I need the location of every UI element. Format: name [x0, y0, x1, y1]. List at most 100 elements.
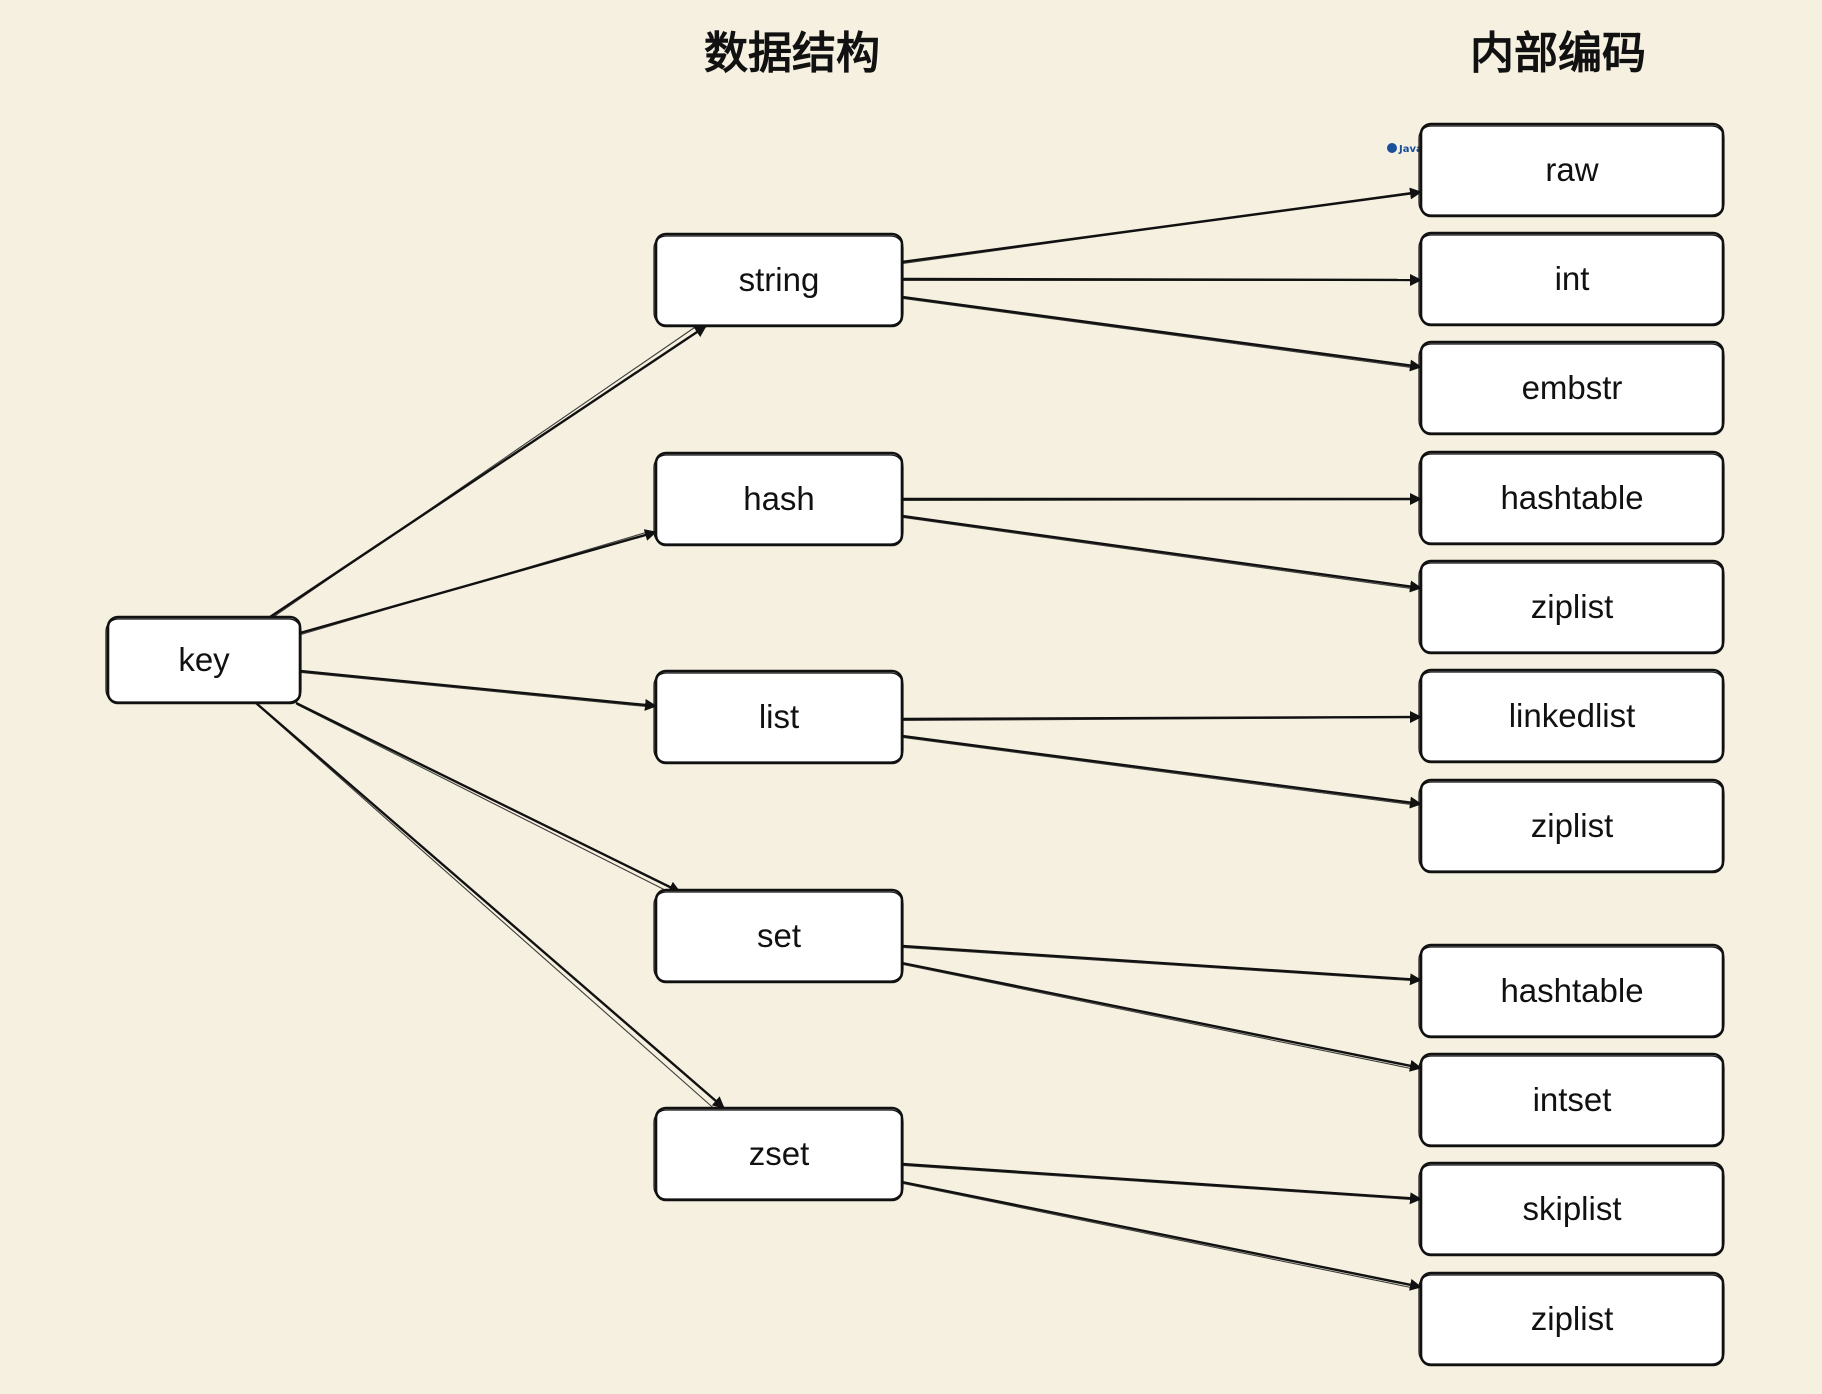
arrow-list-to-linkedlist — [901, 711, 1422, 724]
node-box-linkedlist — [1419, 668, 1725, 764]
node-sketch-key — [105, 618, 302, 703]
node-ziplist_list: ziplist — [1418, 778, 1725, 874]
arrow-key-to-list — [299, 669, 657, 711]
node-ziplist_hash: ziplist — [1418, 559, 1725, 655]
node-sketch-ziplist_zset — [1418, 1274, 1725, 1365]
arrow-sketch-key-to-hash — [300, 531, 647, 636]
node-box-int — [1419, 231, 1725, 327]
node-skiplist: skiplist — [1418, 1161, 1725, 1257]
arrow-list-to-ziplist_list — [901, 734, 1422, 809]
node-embstr: embstr — [1418, 340, 1725, 436]
node-label-list: list — [759, 698, 799, 735]
node-sketch-ziplist_hash — [1418, 562, 1725, 653]
node-box-key — [106, 615, 302, 705]
node-label-embstr: embstr — [1522, 369, 1623, 406]
node-label-raw: raw — [1545, 151, 1598, 188]
node-hash: hash — [653, 451, 904, 547]
node-sketch-hashtable_set — [1418, 946, 1725, 1037]
arrow-sketch-string-to-raw — [902, 191, 1412, 265]
node-sketch-raw — [1418, 125, 1725, 216]
arrow-sketch-hash-to-hashtable_hash — [902, 498, 1412, 502]
node-zset: zset — [653, 1106, 904, 1202]
node-label-linkedlist: linkedlist — [1509, 697, 1636, 734]
node-label-hash: hash — [743, 480, 815, 517]
arrow-sketch-set-to-intset — [902, 963, 1412, 1070]
node-sketch-hash — [653, 454, 904, 545]
node-box-hashtable_hash — [1419, 450, 1725, 546]
node-label-hashtable_set: hashtable — [1500, 972, 1643, 1009]
node-label-hashtable_hash: hashtable — [1500, 479, 1643, 516]
arrow-string-to-int — [901, 273, 1422, 286]
watermark-icon — [1387, 143, 1397, 153]
node-set: set — [653, 888, 904, 984]
arrow-set-to-intset — [901, 961, 1422, 1072]
node-box-intset — [1419, 1052, 1725, 1148]
arrow-set-to-hashtable_set — [901, 944, 1422, 986]
arrow-zset-to-ziplist_zset — [901, 1180, 1422, 1291]
arrow-key-to-zset — [255, 702, 725, 1109]
node-label-ziplist_list: ziplist — [1531, 807, 1614, 844]
node-sketch-embstr — [1418, 343, 1725, 434]
node-sketch-hashtable_hash — [1418, 453, 1725, 544]
node-label-ziplist_hash: ziplist — [1531, 588, 1614, 625]
node-sketch-int — [1418, 234, 1725, 325]
node-box-string — [654, 232, 904, 328]
node-hashtable_hash: hashtable — [1418, 450, 1725, 546]
node-sketch-string — [653, 235, 904, 326]
arrow-sketch-zset-to-skiplist — [902, 1164, 1412, 1201]
node-box-hashtable_set — [1419, 943, 1725, 1039]
arrow-sketch-zset-to-ziplist_zset — [902, 1182, 1412, 1289]
node-sketch-ziplist_list — [1418, 781, 1725, 872]
arrow-sketch-list-to-linkedlist — [902, 716, 1412, 722]
node-string: string — [653, 232, 904, 328]
node-label-ziplist_zset: ziplist — [1531, 1300, 1614, 1337]
node-box-set — [654, 888, 904, 984]
arrow-string-to-embstr — [901, 295, 1422, 372]
nodes: key string hash list set zset raw int embstr hash… — [105, 122, 1725, 1367]
arrow-hash-to-ziplist_hash — [901, 514, 1422, 593]
arrow-sketch-key-to-list — [300, 671, 647, 708]
node-box-embstr — [1419, 340, 1725, 436]
node-label-string: string — [739, 261, 820, 298]
node-label-int: int — [1555, 260, 1590, 297]
arrow-sketch-string-to-embstr — [902, 297, 1412, 369]
node-label-skiplist: skiplist — [1522, 1190, 1621, 1227]
arrow-sketch-hash-to-ziplist_hash — [902, 516, 1412, 590]
node-sketch-skiplist — [1418, 1164, 1725, 1255]
arrow-zset-to-skiplist — [901, 1162, 1422, 1205]
arrow-sketch-key-to-zset — [256, 704, 715, 1109]
header-internal-encodings: 内部编码 — [1470, 28, 1646, 79]
node-int: int — [1418, 231, 1725, 327]
node-sketch-zset — [653, 1109, 904, 1200]
node-list: list — [653, 669, 904, 765]
arrow-sketch-key-to-set — [296, 704, 671, 893]
node-box-zset — [654, 1106, 904, 1202]
edges — [255, 187, 1422, 1291]
node-label-intset: intset — [1533, 1081, 1612, 1118]
node-label-zset: zset — [749, 1135, 810, 1172]
node-box-ziplist_hash — [1419, 559, 1725, 655]
node-box-ziplist_zset — [1419, 1271, 1725, 1367]
node-sketch-intset — [1418, 1055, 1725, 1146]
node-key: key — [105, 615, 302, 705]
arrow-sketch-list-to-ziplist_list — [902, 736, 1412, 806]
node-linkedlist: linkedlist — [1418, 668, 1725, 764]
arrow-sketch-key-to-string — [270, 326, 697, 619]
node-box-list — [654, 669, 904, 765]
node-sketch-list — [653, 672, 904, 763]
arrow-key-to-string — [269, 325, 707, 618]
node-label-set: set — [757, 917, 801, 954]
node-hashtable_set: hashtable — [1418, 943, 1725, 1039]
arrow-key-to-set — [295, 701, 681, 894]
header-data-structures: 数据结构 — [704, 28, 880, 79]
node-box-hash — [654, 451, 904, 547]
node-box-ziplist_list — [1419, 778, 1725, 874]
node-label-key: key — [178, 641, 230, 678]
node-intset: intset — [1418, 1052, 1725, 1148]
arrow-sketch-set-to-hashtable_set — [902, 946, 1412, 982]
node-raw: raw — [1418, 122, 1725, 218]
node-ziplist_zset: ziplist — [1418, 1271, 1725, 1367]
node-box-skiplist — [1419, 1161, 1725, 1257]
node-box-raw — [1419, 122, 1725, 218]
